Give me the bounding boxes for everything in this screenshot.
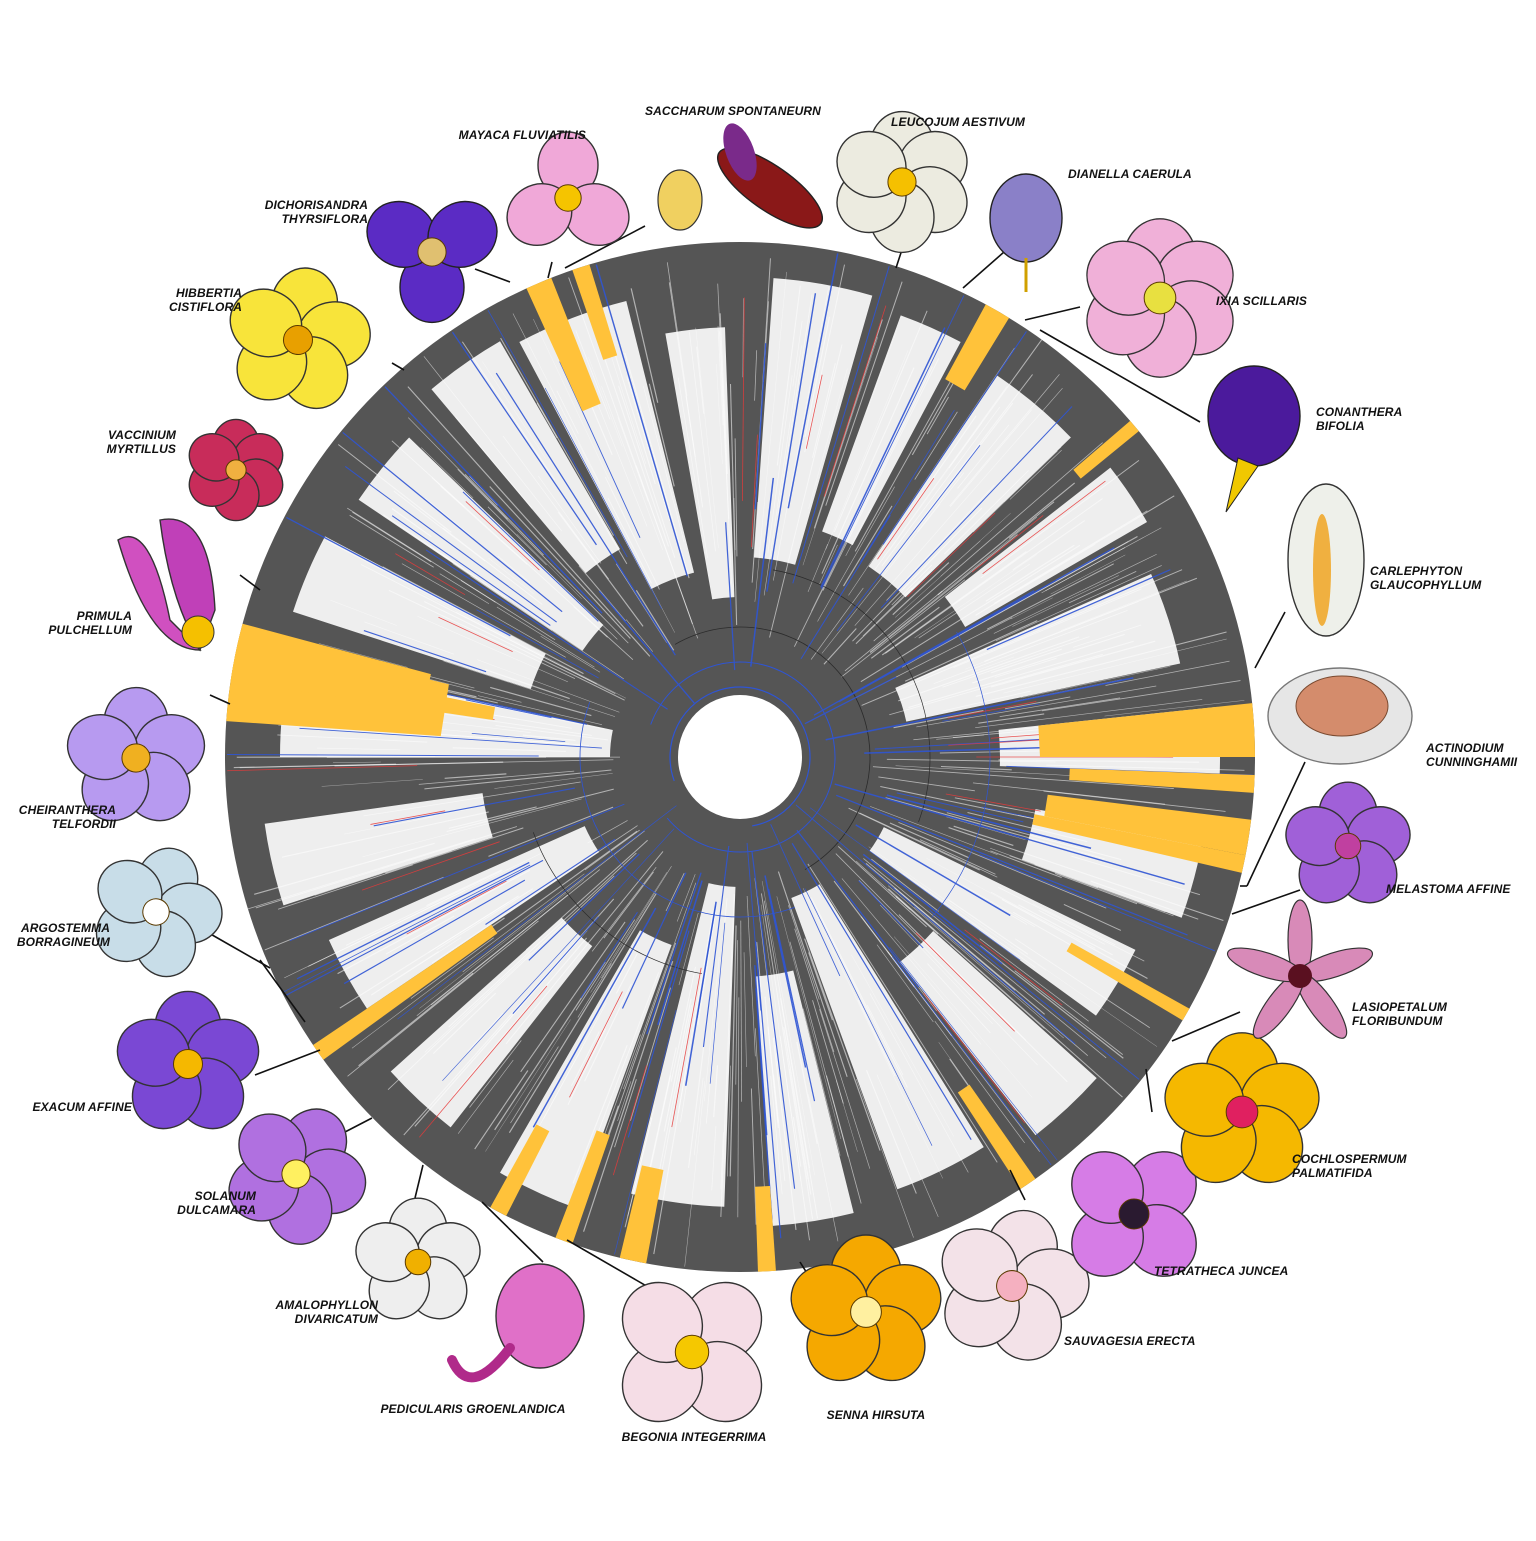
flower-center (1296, 676, 1388, 736)
tree-disc (225, 242, 1255, 1272)
flower-saccharum (658, 119, 833, 242)
connector-line (1146, 1069, 1152, 1112)
connector-line (210, 695, 230, 704)
label-leucojum: LEUCOJUM AESTIVUM (858, 115, 1058, 129)
flower-center (1335, 833, 1361, 859)
flower-center (226, 460, 246, 480)
flower-carlephyton (1288, 484, 1364, 636)
connector-line (475, 269, 510, 282)
label-pedicularis: PEDICULARIS GROENLANDICA (362, 1402, 584, 1416)
label-tetratheca: TETRATHECA JUNCEA (1154, 1264, 1288, 1278)
label-cheiranthera: CHEIRANTHERA TELFORDII (10, 803, 116, 831)
label-carlephyton: CARLEPHYTON GLAUCOPHYLLUM (1370, 564, 1481, 592)
flower-center (888, 168, 916, 196)
spadix (1313, 514, 1331, 626)
label-sauvagesia: SAUVAGESIA ERECTA (1064, 1334, 1196, 1348)
flower-exacum (109, 991, 267, 1142)
flower-center (122, 744, 150, 772)
label-solanum: SOLANUM DULCAMARA (160, 1189, 256, 1217)
connector-line (415, 1165, 423, 1198)
connector-line (1232, 890, 1300, 914)
label-begonia: BEGONIA INTEGERRIMA (600, 1430, 788, 1444)
connector-line (1025, 307, 1080, 320)
label-cochlospermum: COCHLOSPERMUM PALMATIFIDA (1292, 1152, 1407, 1180)
label-conanthera: CONANTHERA BIFOLIA (1316, 405, 1402, 433)
flower-conanthera (1208, 366, 1300, 512)
flower-center (1226, 1096, 1258, 1128)
label-saccharum: SACCHARUM SPONTANEURN (618, 104, 848, 118)
label-dianella: DIANELLA CAERULA (1068, 167, 1192, 181)
connector-line (392, 363, 404, 370)
flower-center (1144, 282, 1176, 314)
label-mayaca: MAYACA FLUVIATILIS (400, 128, 586, 142)
flower-leucojum (825, 112, 979, 253)
flower-vaccinium (181, 419, 292, 520)
connector-line (548, 262, 552, 278)
flower-mayaca (496, 132, 640, 257)
petal (990, 174, 1062, 262)
petal (658, 170, 702, 230)
connector-line (255, 1050, 320, 1075)
beak (452, 1348, 510, 1377)
connector-line (963, 252, 1004, 288)
flower-center (418, 238, 446, 266)
flower-center (182, 616, 214, 648)
label-exacum: EXACUM AFFINE (20, 1100, 132, 1114)
label-ixia: IXIA SCILLARIS (1216, 294, 1307, 308)
flower-dianella (990, 174, 1062, 292)
flower-center (555, 185, 581, 211)
flower-dichorisandra (355, 189, 509, 322)
label-argostemma: ARGOSTEMMA BORRAGINEUM (4, 921, 110, 949)
flower-center (405, 1249, 431, 1275)
label-amalophyllon: AMALOPHYLLON DIVARICATUM (246, 1298, 378, 1326)
flower-pedicularis (452, 1264, 584, 1377)
label-lasiopetalum: LASIOPETALUM FLORIBUNDUM (1352, 1000, 1447, 1028)
flower-hibbertia (206, 255, 388, 431)
label-senna: SENNA HIRSUTA (806, 1408, 946, 1422)
label-hibbertia: HIBBERTIA CISTIFLORA (140, 286, 242, 314)
label-vaccinium: VACCINIUM MYRTILLUS (80, 428, 176, 456)
label-dichorisandra: DICHORISANDRA THYRSIFLORA (226, 198, 368, 226)
label-primula: PRIMULA PULCHELLUM (40, 609, 132, 637)
flower-center (1288, 964, 1312, 988)
flower-primula (118, 519, 215, 650)
connector-line (345, 1118, 372, 1132)
flower-center (851, 1297, 882, 1328)
flower-center (173, 1049, 202, 1078)
label-actinodium: ACTINODIUM CUNNINGHAMII (1426, 741, 1517, 769)
petal (1208, 366, 1300, 466)
flower-argostemma (64, 825, 246, 1003)
flower-actinodium (1268, 668, 1412, 764)
connector-line (1255, 612, 1285, 668)
label-melastoma: MELASTOMA AFFINE (1386, 882, 1510, 896)
tree-hub (678, 695, 802, 819)
anther (1226, 458, 1258, 512)
